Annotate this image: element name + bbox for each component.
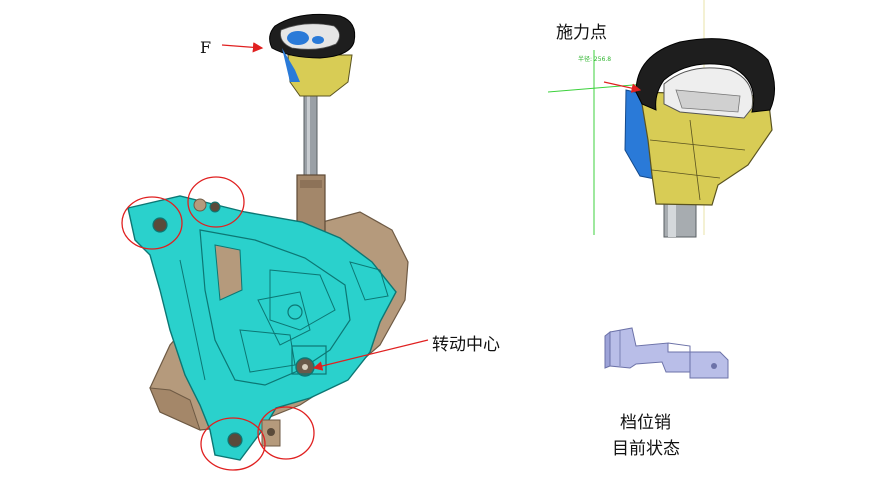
- shift-lever-shaft: [303, 87, 318, 189]
- knob-detail-view: [547, 0, 775, 238]
- rotation-center-leader: [312, 339, 429, 371]
- mount-highlight-top-right: [187, 176, 245, 228]
- force-label: F: [200, 38, 212, 57]
- mount-highlight-bottom-left: [200, 417, 266, 471]
- force-arrow: [221, 42, 264, 53]
- gear-pin-status-label: 目前状态: [612, 439, 680, 459]
- application-point-arrow: [603, 81, 642, 93]
- application-point-label: 施力点: [556, 23, 607, 43]
- radius-readout: 半径: 256.8: [578, 56, 612, 63]
- rotation-center-label: 转动中心: [432, 335, 500, 355]
- mount-highlight-bottom-right: [257, 406, 315, 460]
- mount-highlight-top-left: [121, 196, 183, 250]
- shift-knob: [269, 13, 356, 97]
- gear-pin-part: [604, 327, 729, 379]
- shifter-assembly: [127, 87, 409, 461]
- mount-highlight-circles: [121, 176, 315, 471]
- gear-pin-label: 档位销: [620, 413, 671, 433]
- guide-line-horizontal: [547, 83, 646, 93]
